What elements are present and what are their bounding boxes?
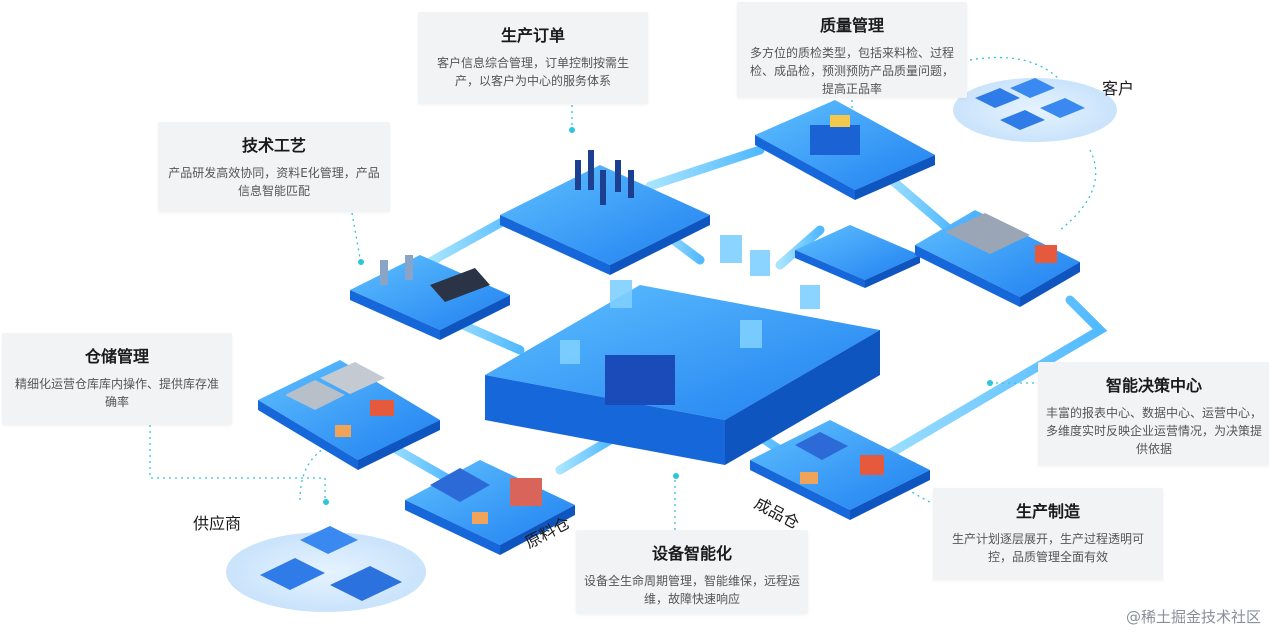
callout-quality-title: 质量管理 [819,16,884,35]
callout-order-desc: 客户信息综合管理，订单控制按需生产，以客户为中心的服务体系 [436,56,629,88]
callout-storage-desc: 精细化运营仓库库内操作、提供库存准确率 [14,377,219,409]
label-supplier: 供应商 [193,514,242,533]
callout-quality: 质量管理 多方位的质检类型，包括来料检、过程检、成品检，预测预防产品质量问题，提… [737,2,967,98]
platform-quality [755,100,935,200]
callout-production-desc: 生产计划逐层展开，生产过程透明可控，品质管理全面有效 [951,532,1144,564]
callout-decision-desc: 丰富的报表中心、数据中心、运营中心，多维度实时反映企业运营情况，为决策提供依据 [1046,406,1263,456]
supplier-buildings [260,526,402,601]
platform-finished-warehouse [750,420,930,520]
callout-tech-title: 技术工艺 [241,136,306,155]
callout-production: 生产制造 生产计划逐层展开，生产过程透明可控，品质管理全面有效 [933,488,1163,580]
callout-device: 设备智能化 设备全生命周期管理，智能维保，远程运维，故障快速响应 [576,530,808,614]
callout-storage-title: 仓储管理 [84,347,149,366]
platform-tech [350,255,510,340]
platform-inspection [795,225,920,288]
callout-tech: 技术工艺 产品研发高效协同，资料E化管理，产品信息智能匹配 [158,122,390,212]
platform-shipping [915,210,1080,307]
platform-storage [258,360,440,470]
callout-device-desc: 设备全生命周期管理，智能维保，远程运维，故障快速响应 [584,574,801,606]
callout-tech-desc: 产品研发高效协同，资料E化管理，产品信息智能匹配 [168,166,380,198]
callout-storage: 仓储管理 精细化运营仓库库内操作、提供库存准确率 [2,333,232,425]
connector-dots [323,127,993,505]
callout-order: 生产订单 客户信息综合管理，订单控制按需生产，以客户为中心的服务体系 [418,12,648,104]
platform-factory [485,235,880,465]
customer-buildings [975,78,1085,130]
callout-decision: 智能决策中心 丰富的报表中心、数据中心、运营中心，多维度实时反映企业运营情况，为… [1038,362,1269,466]
callout-quality-desc: 多方位的质检类型，包括来料检、过程检、成品检，预测预防产品质量问题，提高正品率 [749,46,954,96]
platform-raw-warehouse [405,460,575,555]
callout-order-title: 生产订单 [500,26,565,45]
callout-production-title: 生产制造 [1015,502,1080,521]
label-customer: 客户 [1102,79,1135,98]
platform-order [500,150,710,275]
callout-decision-title: 智能决策中心 [1105,376,1202,395]
watermark: @稀土掘金技术社区 [1125,608,1261,626]
callout-device-title: 设备智能化 [651,544,732,563]
